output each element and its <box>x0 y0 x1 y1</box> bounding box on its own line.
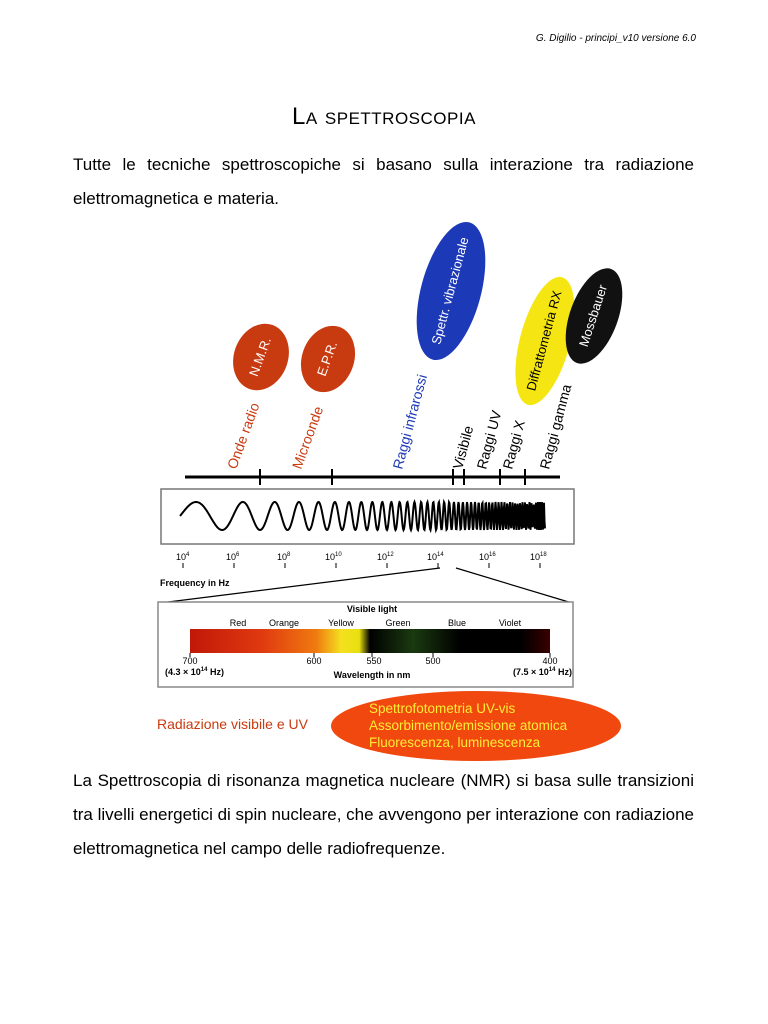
freq-tick-18: 1018 <box>530 552 547 562</box>
xrd-ellipse: Diffrattometria RX <box>515 276 575 406</box>
visible-light-title: Visible light <box>347 604 397 614</box>
header-note: G. Digilio - principi_v10 versione 6.0 <box>535 33 696 44</box>
uv-techniques-ellipse <box>331 691 621 761</box>
nmr-ellipse: N.M.R. <box>233 323 289 391</box>
color-orange: Orange <box>269 618 299 628</box>
freq-tick-8: 108 <box>277 552 291 562</box>
freq-tick-10: 1010 <box>325 552 342 562</box>
uv-technique-1: Spettrofotometria UV-vis <box>369 701 516 716</box>
color-blue: Blue <box>448 618 466 628</box>
freq-tick-14: 1014 <box>427 552 444 562</box>
mossbauer-ellipse: Mossbauer <box>565 268 623 364</box>
visible-color-names: Red Orange Yellow Green Blue Violet <box>230 618 522 628</box>
vibrational-ellipse: Spettr. vibrazionale <box>416 221 486 361</box>
color-red: Red <box>230 618 247 628</box>
intro-paragraph: Tutte le tecniche spettroscopiche si bas… <box>73 155 694 208</box>
page-title: La spettroscopia <box>292 103 476 130</box>
wavelength-label: Wavelength in nm <box>334 670 411 680</box>
left-frequency: (4.3 × 1014 Hz) <box>165 667 224 677</box>
freq-tick-12: 1012 <box>377 552 394 562</box>
wl-500: 500 <box>425 656 440 666</box>
uv-technique-2: Assorbimento/emissione atomica <box>369 718 568 733</box>
wavelength-tick-marks <box>189 653 551 657</box>
spectrum-axis <box>185 469 560 485</box>
wl-600: 600 <box>306 656 321 666</box>
visible-color-bar <box>190 629 550 653</box>
wl-700: 700 <box>182 656 197 666</box>
wave-curve <box>179 498 546 534</box>
region-xray: Raggi X <box>499 418 528 471</box>
right-frequency: (7.5 × 1014 Hz) <box>513 667 572 677</box>
region-visible: Visibile <box>449 424 476 471</box>
uv-techniques-list: Spettrofotometria UV-vis Assorbimento/em… <box>369 701 568 750</box>
uv-radiation-label: Radiazione visibile e UV <box>157 716 309 732</box>
wavelength-ticks: 700 600 550 500 400 <box>182 656 557 666</box>
region-infrared: Raggi infrarossi <box>389 373 430 471</box>
uv-technique-3: Fluorescenza, luminescenza <box>369 735 541 750</box>
freq-tick-16: 1016 <box>479 552 496 562</box>
freq-tick-marks <box>182 563 541 568</box>
freq-tick-4: 104 <box>176 552 190 562</box>
wl-400: 400 <box>542 656 557 666</box>
frequency-ticks: 104 106 108 1010 1012 1014 1016 1018 <box>176 552 547 562</box>
color-green: Green <box>385 618 410 628</box>
nmr-paragraph: La Spettroscopia di risonanza magnetica … <box>73 771 694 858</box>
zoom-line-left <box>159 567 441 604</box>
region-microwave: Microonde <box>289 404 326 471</box>
region-radio: Onde radio <box>224 400 263 471</box>
zoom-line-right <box>455 567 573 604</box>
frequency-label: Frequency in Hz <box>160 578 230 588</box>
color-yellow: Yellow <box>328 618 354 628</box>
wl-550: 550 <box>366 656 381 666</box>
freq-tick-6: 106 <box>226 552 240 562</box>
color-violet: Violet <box>499 618 522 628</box>
epr-ellipse: E.P.R. <box>300 325 356 393</box>
